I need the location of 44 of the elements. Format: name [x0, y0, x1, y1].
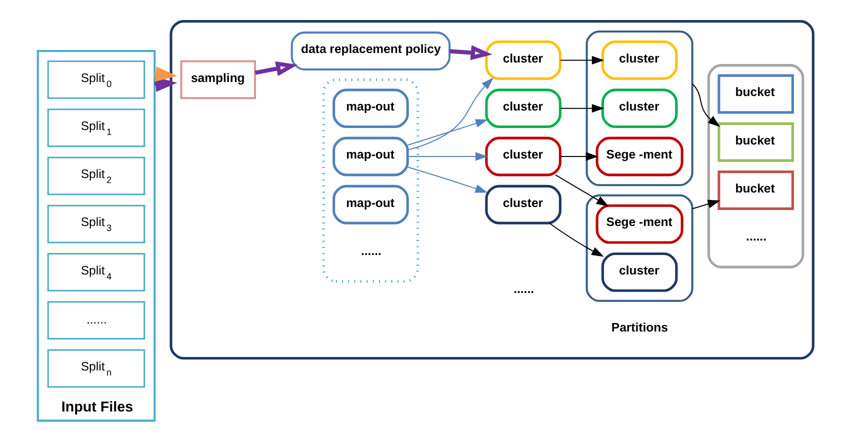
node-box: data replacement policy: [290, 31, 450, 70]
node-box: map-out: [332, 184, 408, 224]
arrow: [449, 44, 492, 60]
node-box: cluster: [484, 40, 561, 80]
node-box: Split$_{0}$: [46, 60, 145, 98]
node-box: cluster: [600, 252, 678, 292]
label: ......: [360, 243, 381, 258]
arrow: [154, 76, 177, 92]
arrow: [548, 222, 604, 256]
node-box: bucket: [717, 170, 794, 210]
node-box: cluster: [484, 136, 561, 176]
node-box: sampling: [180, 60, 256, 99]
node-box: bucket: [717, 122, 794, 162]
arrow: [407, 166, 488, 192]
label: ......: [746, 229, 766, 244]
node-box: Split$_{4}$: [46, 252, 145, 291]
node-box: Split$_{2}$: [46, 156, 145, 195]
node-box: cluster: [600, 88, 678, 128]
node-box: bucket: [717, 74, 794, 114]
arrow: [154, 66, 177, 82]
cluster: [169, 20, 814, 360]
arrow: [560, 55, 604, 64]
label: Partitions: [610, 320, 668, 334]
arrow: [407, 77, 493, 150]
arrow: [560, 104, 604, 112]
cluster: [322, 78, 419, 282]
node-box: map-out: [332, 88, 408, 128]
arrow: [692, 199, 720, 209]
node-box: Split$_{n}$: [46, 348, 145, 388]
arrow: [407, 152, 488, 160]
node-box: Split$_{1}$: [46, 108, 145, 146]
node-box: cluster: [600, 40, 678, 80]
node-box: ......: [46, 300, 145, 340]
node-box: cluster: [484, 88, 561, 128]
node-box: Sege -ment: [595, 136, 683, 176]
node-box: cluster: [484, 184, 561, 224]
arrow: [560, 152, 598, 160]
node-box: Split$_{3}$: [46, 204, 145, 243]
label: ......: [513, 281, 534, 296]
arrow: [554, 174, 608, 206]
node-box: Sege -ment: [595, 204, 683, 244]
arrow: [254, 60, 298, 76]
arrow: [407, 118, 488, 146]
node-box: map-out: [332, 136, 408, 176]
